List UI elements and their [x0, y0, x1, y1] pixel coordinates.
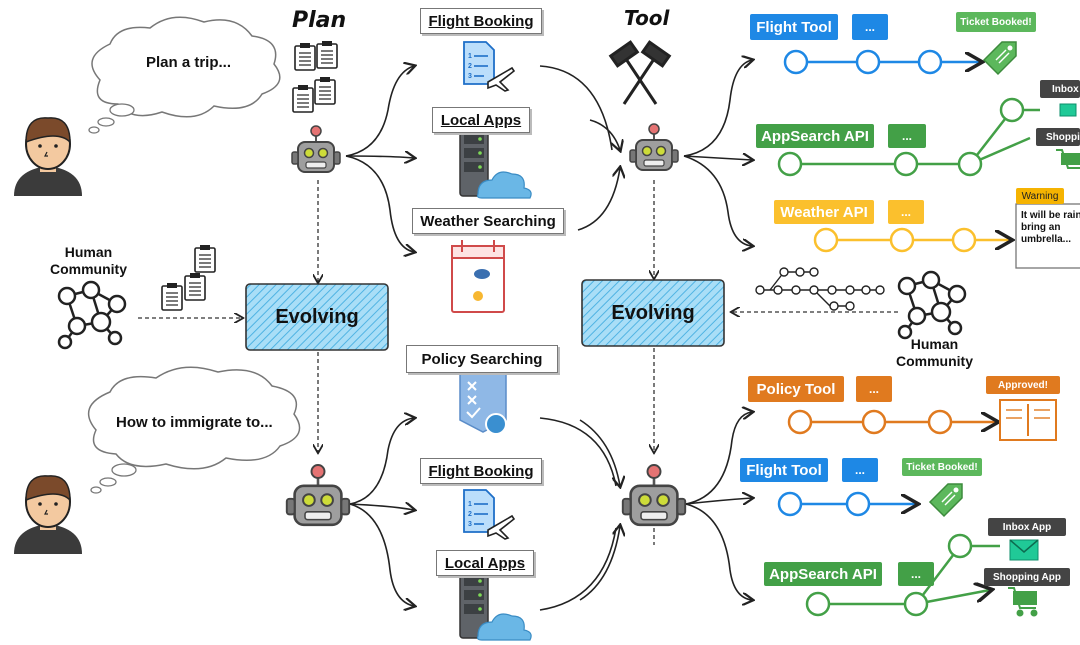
server-cloud-icon — [459, 127, 532, 199]
plan-heading: Plan — [292, 8, 347, 33]
thought-cloud-bottom — [87, 366, 301, 494]
thought-cloud-top — [88, 16, 281, 134]
community-label-right: Human Community — [896, 336, 973, 369]
community-network-icon-right — [897, 270, 967, 340]
policy-badge-icon — [459, 371, 507, 435]
server-cloud-icon — [459, 569, 532, 641]
policy-tool-chain-bottom — [787, 409, 996, 435]
appsearch-chain-top — [777, 97, 1040, 177]
clipboard-icon — [294, 42, 316, 71]
shopping-badge-top: Shoppi — [1036, 128, 1080, 146]
shopping-app-badge: Shopping App — [984, 568, 1070, 586]
weather-api-tag: Weather API — [774, 200, 874, 224]
robot-icon-tool-top — [629, 123, 679, 171]
flight-tool-chain-bottom — [777, 491, 916, 517]
clipboard-icon — [292, 84, 314, 113]
tool-heading: Tool — [624, 6, 670, 30]
plan-step-local-apps-bottom: Local Apps — [436, 550, 534, 576]
inbox-app-badge: Inbox App — [988, 518, 1066, 536]
clipboard-icon — [316, 40, 338, 69]
clipboard-icon — [194, 244, 216, 273]
appsearch-tag-top: AppSearch API — [756, 124, 874, 148]
approved-badge: Approved! — [986, 376, 1060, 394]
evolving-box-right — [581, 279, 725, 347]
plan-step-flight-booking-top: Flight Booking — [420, 8, 542, 34]
plan-step-policy-searching: Policy Searching — [406, 345, 558, 373]
flight-tool-dots-bottom: ... — [842, 458, 878, 482]
robot-icon-tool-bottom — [621, 463, 687, 527]
warning-note — [1015, 203, 1080, 269]
clipboard-icon — [314, 76, 336, 105]
policy-tool-tag: Policy Tool — [748, 376, 844, 402]
policy-tool-dots: ... — [856, 376, 892, 402]
mini-graph-icon — [755, 267, 885, 311]
mail-icon — [1059, 103, 1077, 117]
ticket-tag-icon — [929, 483, 963, 517]
calendar-weather-icon — [451, 240, 505, 313]
community-network-icon-left — [57, 280, 127, 350]
hammers-icon — [608, 40, 672, 105]
weather-api-dots: ... — [888, 200, 924, 224]
flight-tool-tag-bottom: Flight Tool — [740, 458, 828, 482]
inbox-badge-top: Inbox — [1040, 80, 1080, 98]
evolving-label-right: Evolving — [611, 301, 695, 324]
evolving-box-left — [245, 283, 389, 351]
thought-text-top: Plan a trip... — [146, 54, 232, 71]
community-label-left: Human Community — [50, 244, 127, 277]
appsearch-dots-bottom: ... — [898, 562, 934, 586]
appsearch-tag-bottom: AppSearch API — [764, 562, 882, 586]
user-avatar-top — [13, 116, 83, 197]
thought-text-bottom: How to immigrate to... — [116, 414, 273, 431]
warning-badge: Warning — [1016, 188, 1064, 204]
shopping-cart-icon — [1008, 587, 1038, 617]
document-plane-icon — [463, 41, 515, 92]
clipboard-icon — [161, 282, 183, 311]
robot-icon-plan-top — [291, 125, 341, 173]
robot-icon-plan-bottom — [285, 463, 351, 527]
ticket-booked-badge-top: Ticket Booked! — [956, 12, 1036, 32]
appsearch-dots-top: ... — [888, 124, 926, 148]
ticket-booked-badge-bottom: Ticket Booked! — [902, 458, 982, 476]
flight-tool-dots-top: ... — [852, 14, 888, 40]
approved-book-icon — [999, 399, 1057, 441]
evolving-label-left: Evolving — [275, 305, 359, 328]
appsearch-chain-bottom — [805, 533, 1000, 617]
weather-chain-top — [813, 227, 1010, 253]
plan-step-weather-searching: Weather Searching — [412, 208, 564, 234]
plan-step-flight-booking-bottom: Flight Booking — [420, 458, 542, 484]
shopping-cart-icon — [1056, 149, 1080, 169]
plan-step-local-apps-top: Local Apps — [432, 107, 530, 133]
clipboard-icon — [184, 272, 206, 301]
mail-icon — [1009, 539, 1039, 561]
document-plane-icon — [463, 489, 515, 540]
ticket-tag-icon — [983, 41, 1017, 75]
user-avatar-bottom — [13, 474, 83, 555]
flight-tool-tag-top: Flight Tool — [750, 14, 838, 40]
flight-tool-chain-top — [783, 49, 980, 75]
warning-note-text: It will be rain bring an umbrella... — [1021, 210, 1080, 245]
